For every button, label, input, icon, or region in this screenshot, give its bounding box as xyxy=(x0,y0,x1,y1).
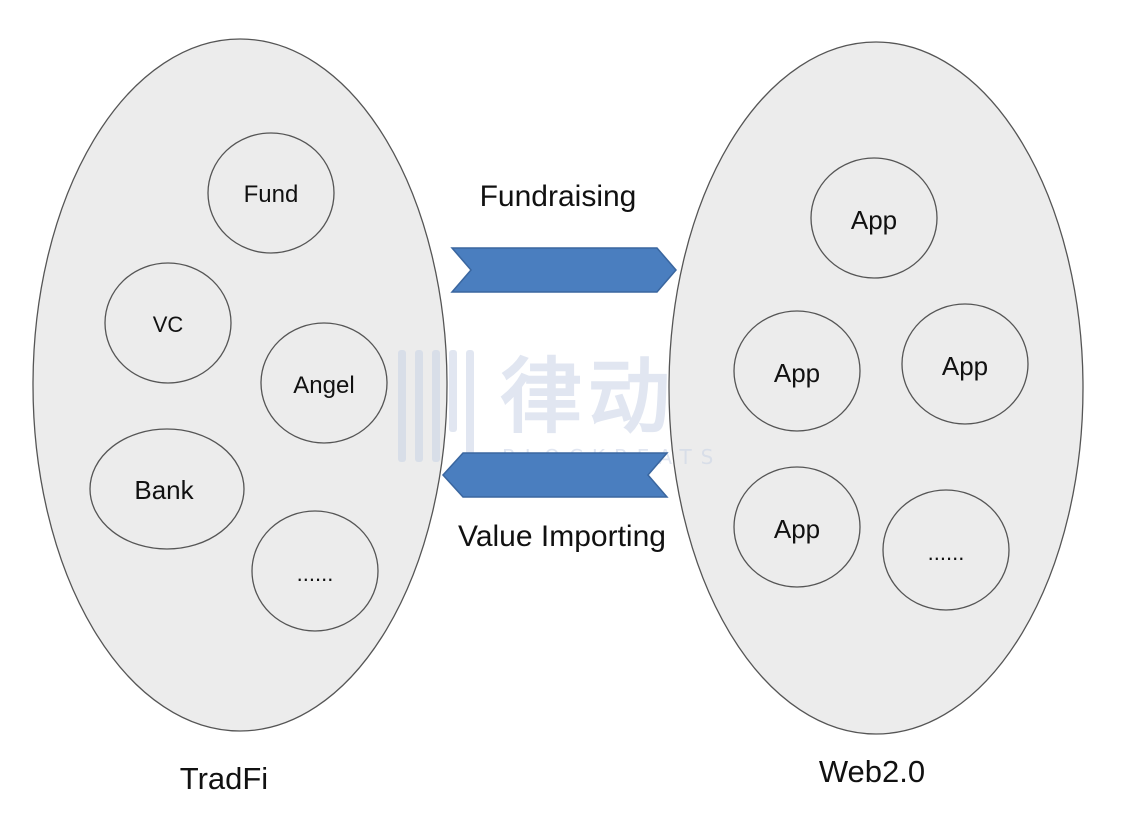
node-app-4-circle xyxy=(733,466,861,588)
node-tradfi-more: ...... xyxy=(251,510,379,632)
node-bank: Bank xyxy=(89,428,245,550)
node-tradfi-more-circle xyxy=(251,510,379,632)
node-app-3-circle xyxy=(901,303,1029,425)
web2-caption: Web2.0 xyxy=(819,754,925,789)
node-fund-circle xyxy=(207,132,335,254)
right-arrow-icon xyxy=(450,247,677,293)
node-app-2-label: App xyxy=(774,358,820,388)
group-web2: App App App App ...... xyxy=(668,41,1084,735)
node-fund-label: Fund xyxy=(244,181,299,208)
flow-fundraising: Fundraising xyxy=(450,180,677,293)
node-angel-label: Angel xyxy=(293,372,354,399)
node-vc-circle xyxy=(104,262,232,384)
node-vc-label: VC xyxy=(153,312,184,337)
flow-value-importing: Value Importing xyxy=(441,452,669,553)
node-web2-more-label: ...... xyxy=(928,540,965,565)
node-fund: Fund xyxy=(207,132,335,254)
watermark: 律动 BLOCKBEATS xyxy=(398,350,713,469)
tradfi-caption: TradFi xyxy=(180,761,268,796)
watermark-logo-icon xyxy=(398,350,474,462)
node-app-4-label: App xyxy=(774,514,820,544)
node-app-4: App xyxy=(733,466,861,588)
node-web2-more-circle xyxy=(882,489,1010,611)
node-app-3-label: App xyxy=(942,351,988,381)
node-tradfi-more-label: ...... xyxy=(297,561,334,586)
node-app-2-circle xyxy=(733,310,861,432)
node-app-1-circle xyxy=(810,157,938,279)
node-app-2: App xyxy=(733,310,861,432)
node-vc: VC xyxy=(104,262,232,384)
node-app-1-label: App xyxy=(851,205,897,235)
flow-fundraising-label: Fundraising xyxy=(480,180,637,213)
node-bank-label: Bank xyxy=(134,475,194,505)
node-bank-circle xyxy=(89,428,245,550)
node-angel: Angel xyxy=(260,322,388,444)
flow-value-importing-label: Value Importing xyxy=(458,520,666,553)
watermark-text: 律动 xyxy=(500,350,676,445)
left-arrow-icon xyxy=(441,452,669,498)
node-app-1: App xyxy=(810,157,938,279)
group-tradfi: Fund VC Angel Bank ...... xyxy=(32,38,448,732)
node-web2-more: ...... xyxy=(882,489,1010,611)
node-angel-circle xyxy=(260,322,388,444)
node-app-3: App xyxy=(901,303,1029,425)
